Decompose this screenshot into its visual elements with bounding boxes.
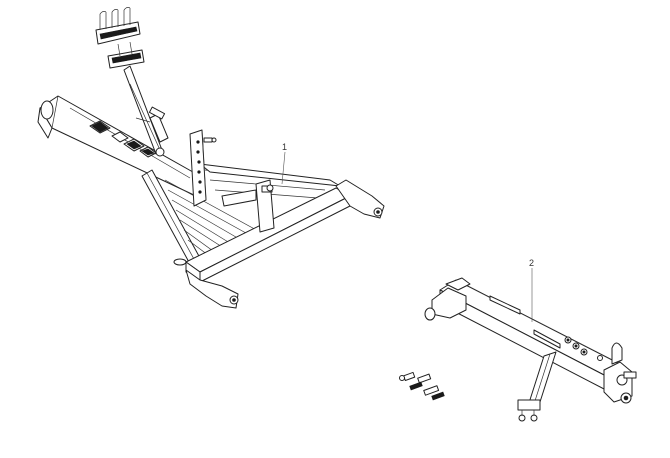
warning-decals bbox=[89, 120, 157, 158]
callout-2: 2 bbox=[529, 258, 534, 268]
hitch-end bbox=[603, 342, 637, 404]
mount-bolts bbox=[564, 336, 603, 361]
left-end-bracket bbox=[173, 258, 239, 309]
loose-hardware bbox=[399, 371, 445, 401]
callout-1-leader bbox=[281, 151, 286, 185]
right-end-bracket bbox=[335, 179, 385, 219]
left-beam-mount bbox=[424, 277, 471, 321]
hydraulic-link bbox=[123, 65, 169, 157]
callout-1: 1 bbox=[282, 142, 287, 152]
tongue-beam bbox=[37, 95, 201, 197]
tine-comb bbox=[95, 6, 145, 69]
jack-post bbox=[189, 129, 217, 207]
axle-beam bbox=[439, 279, 621, 391]
a-frame-drawbar-assembly: 1 bbox=[37, 6, 385, 309]
axle-beam-assembly: 2 bbox=[399, 258, 637, 422]
support-leg bbox=[517, 351, 557, 422]
center-upright bbox=[221, 179, 275, 233]
